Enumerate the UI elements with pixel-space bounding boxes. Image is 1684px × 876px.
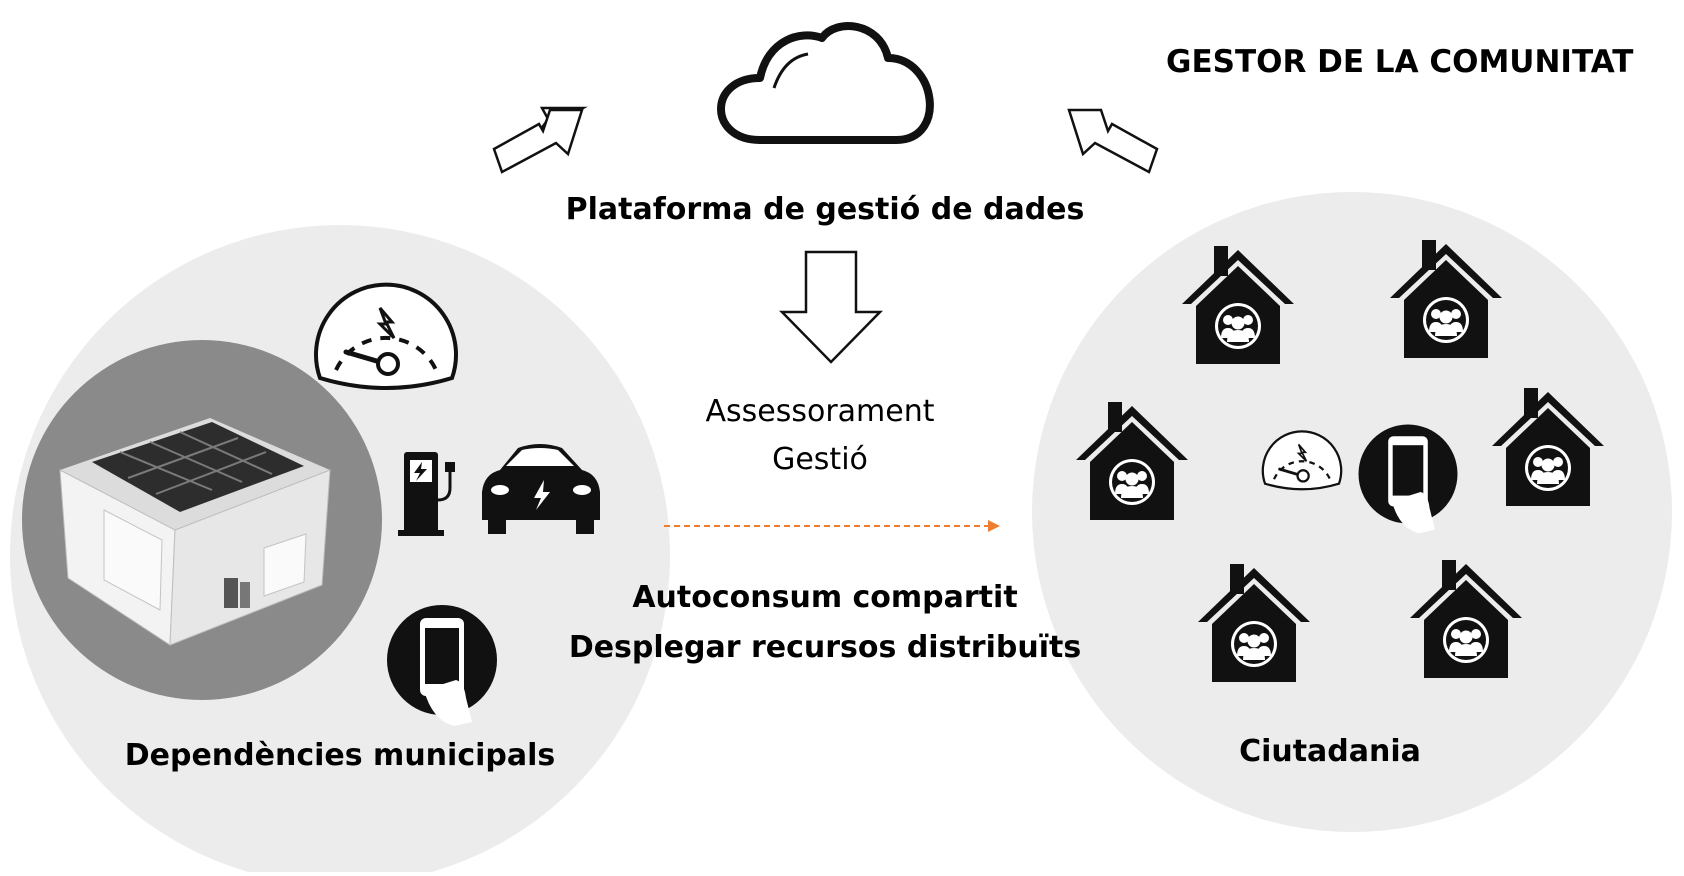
- hollow-arrow-left-icon: [492, 106, 588, 174]
- citizens-circle: [1032, 192, 1672, 832]
- advice-label: Assessorament: [705, 394, 935, 429]
- distributed-resources-label: Desplegar recursos distribuïts: [568, 630, 1082, 665]
- down-arrow-icon: [779, 250, 883, 364]
- platform-label: Plataforma de gestió de dades: [565, 192, 1085, 227]
- management-label: Gestió: [772, 442, 868, 477]
- municipal-buildings-label: Dependències municipals: [124, 738, 556, 773]
- self-consumption-label: Autoconsum compartit: [632, 580, 1018, 615]
- ev-charger-icon: [398, 452, 455, 536]
- electric-car-icon: [482, 444, 600, 534]
- building-solar-icon: [22, 340, 382, 700]
- dashed-arrow: [664, 520, 1000, 532]
- diagram-title: GESTOR DE LA COMUNITAT: [1166, 44, 1634, 80]
- cloud-icon: [717, 22, 934, 144]
- hollow-arrow-right-icon: [1067, 108, 1159, 174]
- citizens-label: Ciutadania: [1239, 734, 1421, 769]
